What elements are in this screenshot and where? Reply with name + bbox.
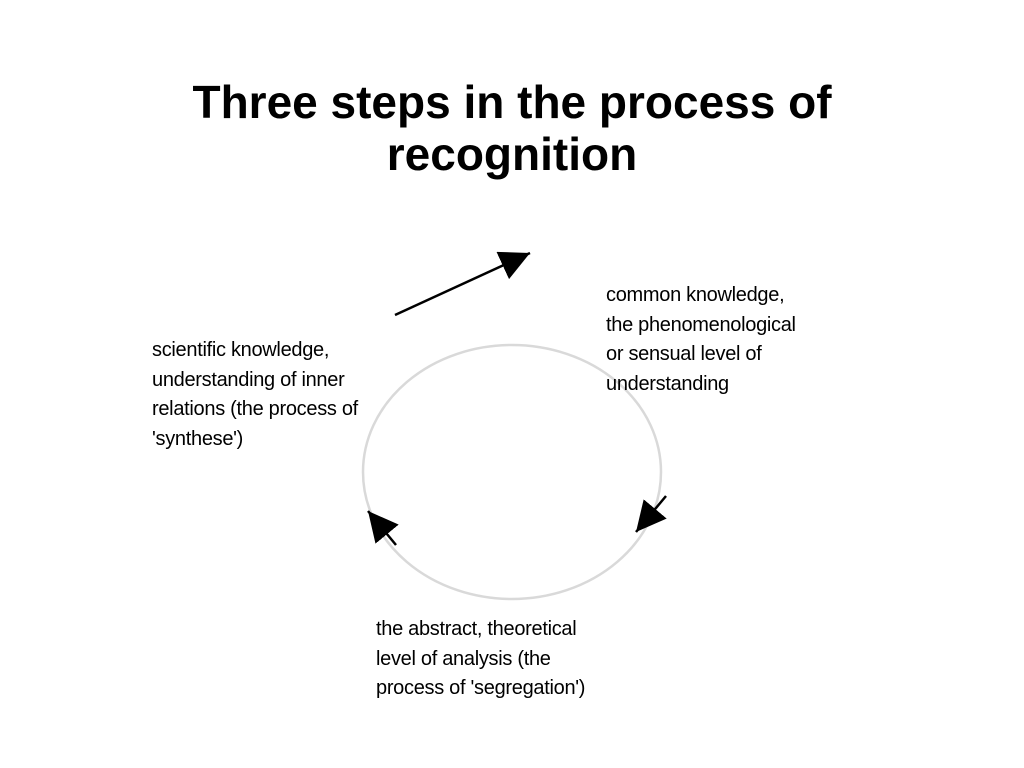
step-scientific-line-4: 'synthese') <box>152 427 244 450</box>
step-scientific-line-1: scientific knowledge, <box>152 339 330 361</box>
step-abstract-line-3: process of 'segregation') <box>376 677 586 699</box>
cycle-ellipse <box>361 343 663 601</box>
title-line-1: Three steps in the process of <box>192 76 832 128</box>
step-common-line-2: the phenomenological <box>606 313 796 336</box>
step-common-line-1: common knowledge, <box>606 284 785 306</box>
step-scientific-line-2: understanding of inner <box>152 368 345 391</box>
arrow-to-scientific-knowledge <box>367 510 399 546</box>
step-common-knowledge: common knowledge, the phenomenological o… <box>606 281 796 399</box>
step-abstract-level: the abstract, theoretical level of analy… <box>376 615 585 704</box>
step-abstract-line-1: the abstract, theoretical <box>376 618 577 640</box>
step-common-line-4: understanding <box>606 372 729 395</box>
step-common-line-3: or sensual level of <box>606 343 762 365</box>
step-abstract-line-2: level of analysis (the <box>376 647 551 670</box>
title-line-2: recognition <box>386 128 638 180</box>
step-scientific-knowledge: scientific knowledge, understanding of i… <box>152 336 358 454</box>
arrow-to-abstract-level <box>635 495 667 533</box>
arrow-to-common-knowledge <box>394 251 531 317</box>
page-title: Three steps in the process of recognitio… <box>0 76 1024 180</box>
step-scientific-line-3: relations (the process of <box>152 398 358 420</box>
